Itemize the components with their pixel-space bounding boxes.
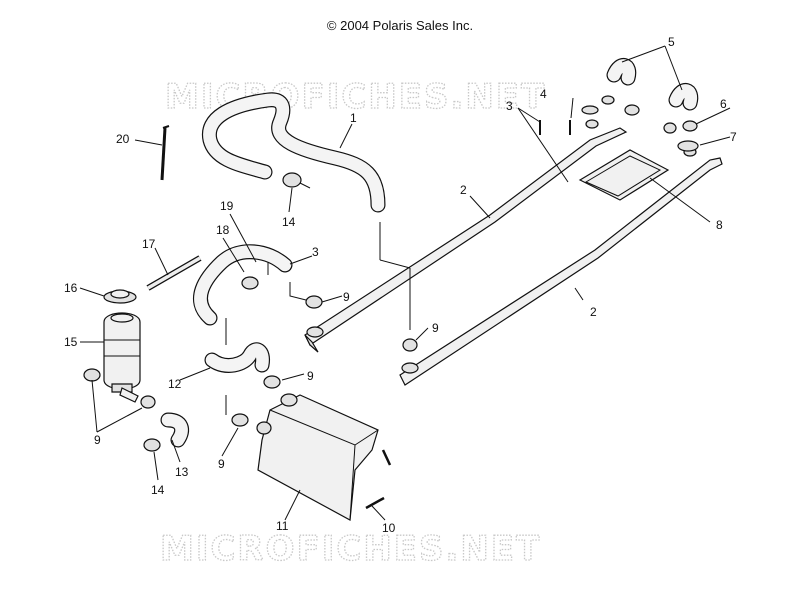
fittings-upper xyxy=(539,95,699,152)
callout-4: 4 xyxy=(540,87,547,101)
clamp-14-upper xyxy=(282,172,311,189)
callout-2-upper: 2 xyxy=(460,183,467,197)
part-2-exchanger-lower xyxy=(399,147,723,386)
callout-2-lower: 2 xyxy=(590,305,597,319)
copyright-notice: © 2004 Polaris Sales Inc. xyxy=(326,18,474,33)
callout-18: 18 xyxy=(216,223,230,237)
callout-7: 7 xyxy=(730,130,737,144)
callout-1: 1 xyxy=(350,111,357,125)
part-19-hose xyxy=(192,244,293,326)
part-1-hose xyxy=(201,92,386,213)
part-15-reservoir xyxy=(103,312,141,393)
callout-13: 13 xyxy=(175,465,189,479)
clamps-center xyxy=(289,222,418,352)
callout-14-upper: 14 xyxy=(282,215,296,229)
callout-3-center: 3 xyxy=(312,245,319,259)
callout-10: 10 xyxy=(382,521,396,535)
part-17-rod xyxy=(146,255,202,291)
callout-3-upper: 3 xyxy=(506,99,513,113)
callout-11: 11 xyxy=(276,519,289,533)
part-8-plate xyxy=(578,149,670,201)
part-20-rod xyxy=(160,125,170,181)
callout-9-left: 9 xyxy=(94,433,101,447)
part-13-elbow xyxy=(143,412,190,452)
part-10-bolts xyxy=(365,449,392,510)
part-2-exchanger-upper xyxy=(304,119,628,353)
callout-6: 6 xyxy=(720,97,727,111)
callout-15: 15 xyxy=(64,335,78,349)
part-11-shroud xyxy=(256,393,379,521)
callout-5: 5 xyxy=(668,35,675,49)
part-5-elbows xyxy=(606,58,699,111)
callout-12: 12 xyxy=(168,377,182,391)
callout-8: 8 xyxy=(716,218,723,232)
callout-9-center: 9 xyxy=(343,290,350,304)
leader-lines xyxy=(79,45,731,521)
part-16-cap xyxy=(103,289,137,304)
callout-17: 17 xyxy=(142,237,156,251)
callout-9-right: 9 xyxy=(432,321,439,335)
callout-9-lower: 9 xyxy=(218,457,225,471)
callout-19: 19 xyxy=(220,199,234,213)
watermark-bottom: MICROFICHES.NET xyxy=(160,529,541,569)
callout-9-shroud: 9 xyxy=(307,369,314,383)
callout-20: 20 xyxy=(116,132,130,146)
callout-14-lower: 14 xyxy=(151,483,165,497)
callout-16: 16 xyxy=(64,281,78,295)
part-12-hose xyxy=(204,318,281,427)
